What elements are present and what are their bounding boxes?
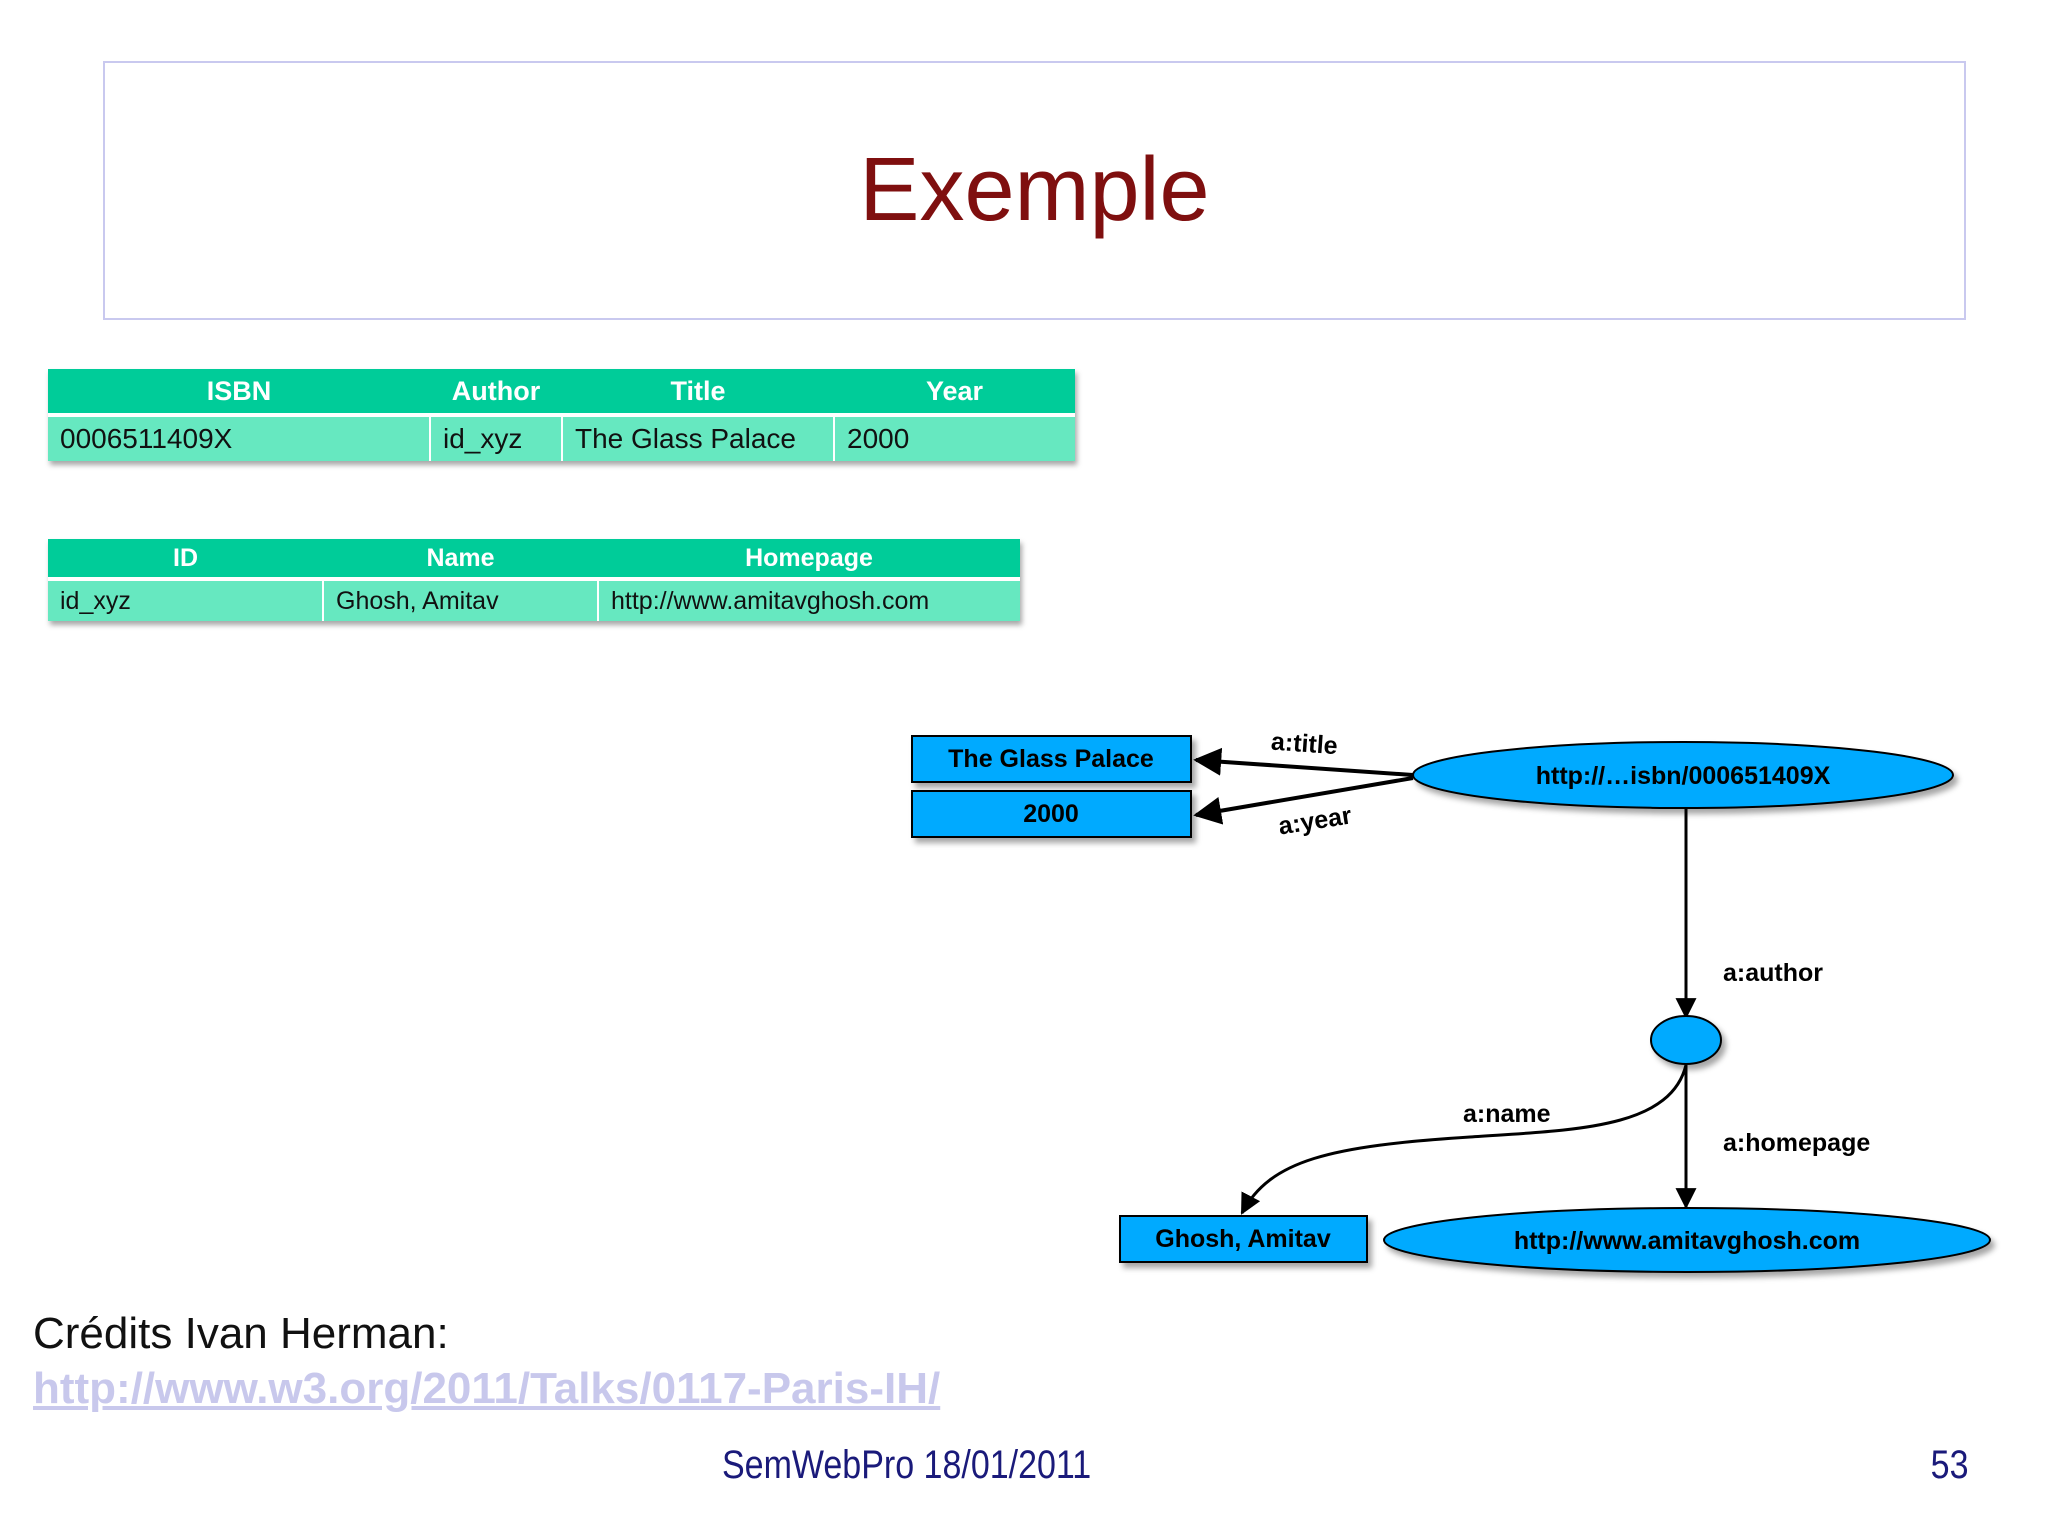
header-author: Author	[430, 369, 562, 417]
header-name: Name	[323, 539, 598, 581]
edge-title-label: a:title	[1270, 728, 1339, 761]
cell-isbn: 0006511409X	[48, 415, 430, 461]
slide-title: Exemple	[859, 140, 1210, 240]
node-homepage-ellipse	[1383, 1207, 1991, 1273]
edge-year-arrow	[1193, 776, 1414, 825]
node-year-box	[911, 790, 1192, 838]
node-homepage-label: http://www.amitavghosh.com	[1514, 1227, 1860, 1255]
credits-label: Crédits Ivan Herman:	[33, 1309, 449, 1358]
table-row: 0006511409X id_xyz The Glass Palace 2000	[48, 415, 1075, 461]
edge-title-arrow	[1193, 747, 1414, 777]
edge-homepage-label: a:homepage	[1723, 1129, 1870, 1157]
node-name-label: Ghosh, Amitav	[1155, 1225, 1331, 1253]
node-name-box	[1119, 1215, 1368, 1263]
cell-name: Ghosh, Amitav	[322, 579, 598, 621]
header-homepage: Homepage	[598, 539, 1020, 581]
cell-title: The Glass Palace	[561, 415, 834, 461]
node-title-box	[911, 735, 1192, 783]
table-row: id_xyz Ghosh, Amitav http://www.amitavgh…	[48, 579, 1020, 621]
books-table: ISBN Author Title Year 0006511409X id_xy…	[48, 369, 1075, 461]
edge-name-label: a:name	[1463, 1100, 1551, 1128]
authors-table: ID Name Homepage id_xyz Ghosh, Amitav ht…	[48, 539, 1020, 621]
edge-author-label: a:author	[1723, 959, 1823, 987]
cell-id: id_xyz	[48, 579, 323, 621]
page-number: 53	[1930, 1443, 1968, 1487]
title-box: Exemple	[103, 61, 1966, 320]
cell-author: id_xyz	[429, 415, 562, 461]
cell-homepage: http://www.amitavghosh.com	[597, 579, 1020, 621]
header-year: Year	[834, 369, 1075, 417]
node-title-label: The Glass Palace	[948, 745, 1154, 773]
node-book-ellipse	[1412, 741, 1954, 809]
footer-text: SemWebPro 18/01/2011	[722, 1443, 1092, 1487]
cell-year: 2000	[833, 415, 1075, 461]
header-isbn: ISBN	[48, 369, 430, 417]
edge-year-label: a:year	[1276, 801, 1353, 840]
header-id: ID	[48, 539, 323, 581]
node-blank-ellipse	[1650, 1015, 1722, 1065]
edge-name-arrow	[1240, 1064, 1688, 1215]
node-book-label: http://…isbn/000651409X	[1536, 762, 1831, 790]
table-header-row: ID Name Homepage	[48, 539, 1020, 581]
header-title: Title	[562, 369, 834, 417]
node-year-label: 2000	[1023, 800, 1079, 828]
table-header-row: ISBN Author Title Year	[48, 369, 1075, 417]
credits-link[interactable]: http://www.w3.org/2011/Talks/0117-Paris-…	[33, 1364, 941, 1413]
